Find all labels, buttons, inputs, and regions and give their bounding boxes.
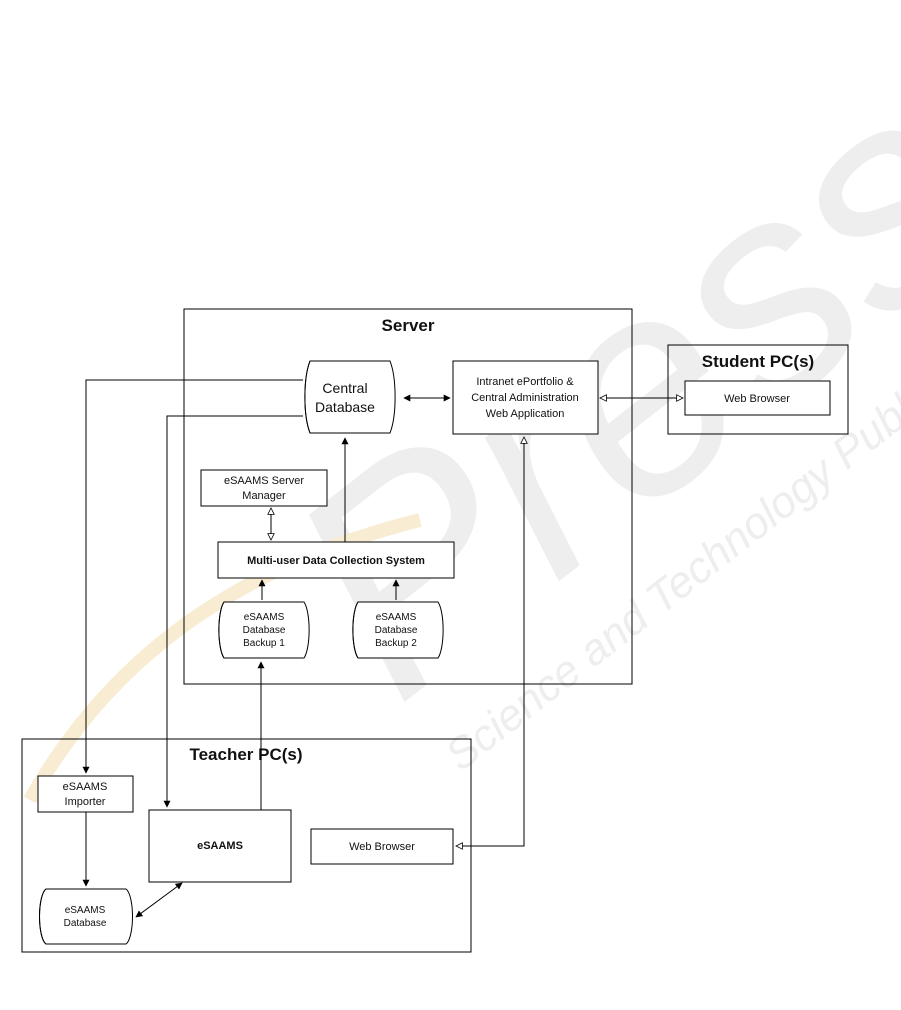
teacher-database-label-1: eSAAMS	[65, 905, 106, 916]
central-database-label-1: Central	[322, 380, 367, 396]
web-app-label-3: Web Application	[486, 408, 565, 420]
connectors	[82, 379, 683, 918]
importer-label-1: eSAAMS	[63, 781, 108, 793]
backup-2-label-3: Backup 2	[375, 638, 417, 649]
server-manager-label-2: Manager	[242, 490, 286, 502]
server-title: Server	[382, 316, 435, 335]
student-web-browser-label: Web Browser	[724, 393, 790, 405]
teacher-database-label-2: Database	[64, 918, 107, 929]
teacher-web-browser-box: Web Browser	[310, 828, 454, 865]
backup-1-label-2: Database	[243, 625, 286, 636]
importer-box: eSAAMS Importer	[37, 775, 134, 813]
watermark-swoosh	[23, 513, 422, 804]
central-database: Central Database	[304, 360, 396, 434]
backup-1-label-3: Backup 1	[243, 638, 285, 649]
web-app-label-1: Intranet ePortfolio &	[476, 376, 574, 388]
backup-1-database: eSAAMS Database Backup 1	[218, 601, 310, 659]
web-app-label-2: Central Administration	[471, 392, 579, 404]
web-application-box: Intranet ePortfolio & Central Administra…	[452, 360, 599, 435]
student-web-browser-box	[684, 380, 831, 416]
backup-2-label-2: Database	[375, 625, 418, 636]
server-manager-label-1: eSAAMS Server	[224, 475, 304, 487]
student-title: Student PC(s)	[702, 352, 814, 371]
backup-1-label-1: eSAAMS	[244, 612, 285, 623]
teacher-web-browser-label: Web Browser	[349, 841, 415, 853]
server-container: Server	[183, 308, 633, 685]
multi-user-system-box: Multi-user Data Collection System	[217, 541, 455, 579]
backup-2-label-1: eSAAMS	[376, 612, 417, 623]
connector-db-esaams	[163, 415, 303, 808]
server-manager-box: eSAAMS Server Manager	[200, 469, 328, 507]
connector-esaams-database	[135, 882, 183, 918]
teacher-database: eSAAMS Database	[39, 888, 133, 945]
connector-browser-webapp	[456, 437, 524, 846]
student-container: Student PC(s) Web Browser	[667, 344, 849, 435]
central-database-label-2: Database	[315, 399, 375, 415]
esaams-box: eSAAMS	[148, 809, 292, 883]
backup-2-database: eSAAMS Database Backup 2	[352, 601, 444, 659]
multi-user-system-label: Multi-user Data Collection System	[247, 555, 425, 567]
esaams-label: eSAAMS	[197, 840, 243, 852]
connector-db-importer	[82, 379, 303, 774]
importer-label-2: Importer	[65, 796, 106, 808]
teacher-title: Teacher PC(s)	[189, 745, 302, 764]
